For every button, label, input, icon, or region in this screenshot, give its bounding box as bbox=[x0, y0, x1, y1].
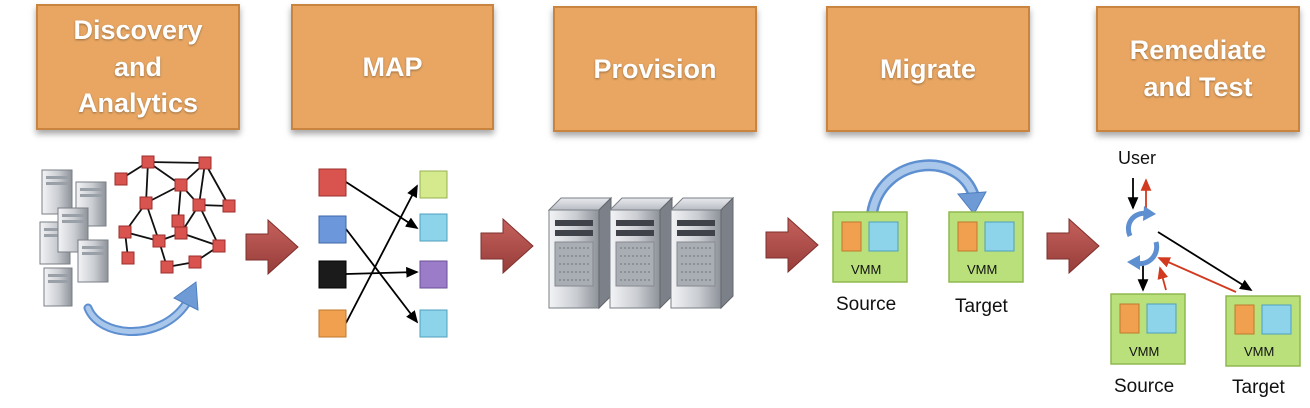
server-cluster-icon bbox=[39, 169, 109, 307]
flow-arrow-2 bbox=[480, 217, 534, 275]
migrate-curve-arrow-icon bbox=[866, 159, 987, 220]
remediate-target-vmm-label: VMM bbox=[1244, 344, 1275, 359]
remediate-target-vmm bbox=[1225, 295, 1301, 367]
flow-arrow-1 bbox=[245, 218, 299, 276]
migrate-target-vmm bbox=[948, 211, 1024, 283]
migrate-source-vmm-label: VMM bbox=[851, 262, 882, 277]
sync-cycle-icon bbox=[1126, 206, 1160, 270]
migrate-source-vmm bbox=[832, 211, 908, 283]
stage-map: MAP bbox=[291, 4, 494, 130]
map-source-nodes bbox=[318, 168, 347, 338]
map-connections bbox=[345, 181, 419, 324]
discovery-cycle-arrow-icon bbox=[83, 281, 199, 336]
stage-provision: Provision bbox=[553, 6, 757, 132]
server-rack-icon bbox=[547, 196, 735, 310]
flow-arrow-4 bbox=[1046, 217, 1100, 275]
map-target-nodes bbox=[419, 170, 448, 338]
remediate-source-label: Source bbox=[1114, 376, 1175, 397]
migrate-target-vmm-label: VMM bbox=[967, 262, 998, 277]
user-label: User bbox=[1118, 148, 1157, 168]
remediate-arrows bbox=[1127, 178, 1253, 293]
flow-arrow-3 bbox=[765, 216, 819, 274]
stage-remediate-test: Remediate and Test bbox=[1096, 6, 1300, 132]
migrate-target-label: Target bbox=[955, 296, 1008, 317]
stage-migrate: Migrate bbox=[826, 6, 1030, 132]
stage-discovery-analytics: Discovery and Analytics bbox=[36, 4, 240, 130]
remediate-source-vmm-label: VMM bbox=[1129, 344, 1160, 359]
network-nodes bbox=[114, 155, 236, 274]
remediate-source-vmm bbox=[1110, 293, 1186, 365]
remediate-target-label: Target bbox=[1232, 377, 1285, 398]
migrate-source-label: Source bbox=[836, 294, 897, 315]
